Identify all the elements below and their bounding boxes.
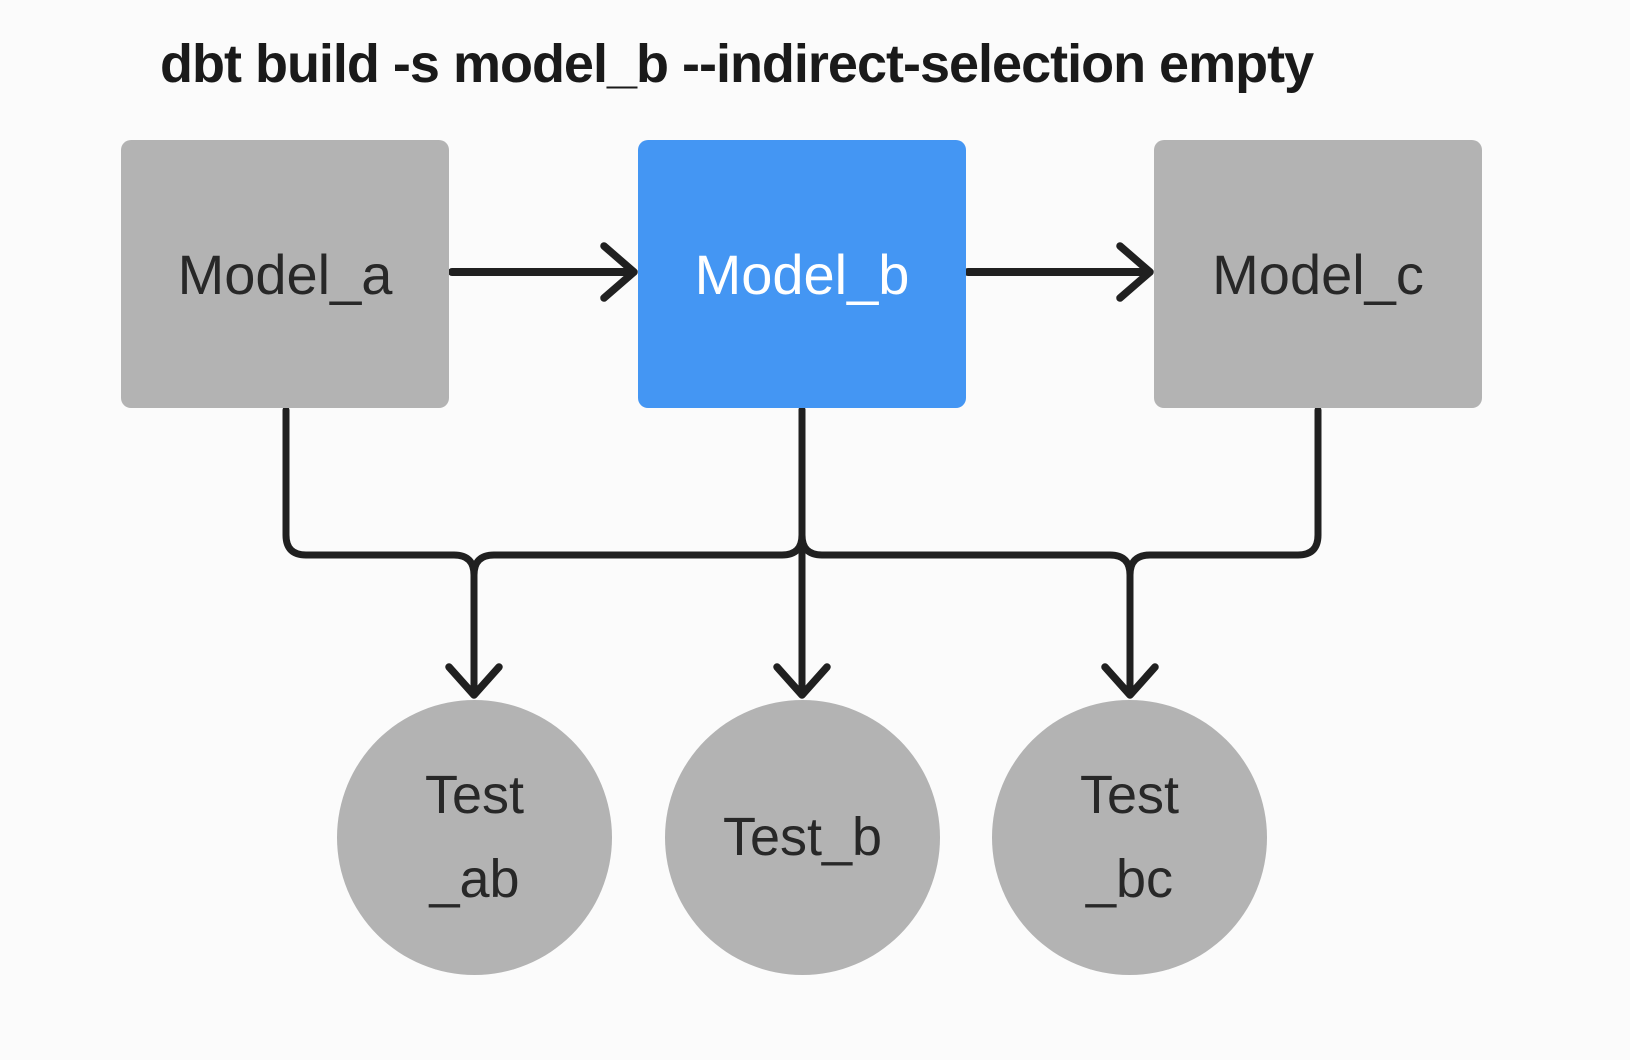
arrowhead-test-bc (1101, 663, 1159, 699)
edge-model-c-to-test-bc (1126, 406, 1322, 698)
node-test-bc-label-line2: _bc (1085, 848, 1174, 909)
edge-model-b-to-test-ab (470, 406, 806, 698)
node-model-a: Model_a (121, 140, 449, 408)
diagram-title: dbt build -s model_b --indirect-selectio… (160, 34, 1314, 94)
node-test-b: Test_b (665, 700, 940, 975)
node-test-ab-label-line2: _ab (429, 848, 520, 909)
arrowhead-test-ab (445, 663, 503, 699)
arrowhead-model-c (1116, 242, 1154, 302)
node-model-c: Model_c (1154, 140, 1482, 408)
node-model-a-label: Model_a (177, 242, 393, 306)
node-test-bc-label: Test _bc (1080, 754, 1179, 921)
node-test-ab-label-line1: Test (424, 764, 525, 825)
node-test-b-label-line1: Test_b (722, 806, 883, 867)
node-model-c-label: Model_c (1212, 242, 1424, 306)
node-test-b-label: Test_b (723, 796, 882, 880)
edge-model-a-to-test-ab (282, 406, 478, 698)
arrowhead-model-b (600, 242, 638, 302)
arrowhead-test-b (773, 663, 831, 699)
node-test-ab-label: Test _ab (425, 754, 524, 921)
node-test-ab: Test _ab (337, 700, 612, 975)
edge-model-b-to-test-bc (798, 406, 1134, 698)
node-test-bc: Test _bc (992, 700, 1267, 975)
node-model-b-label: Model_b (694, 242, 910, 306)
node-model-b: Model_b (638, 140, 966, 408)
node-test-bc-label-line1: Test (1079, 764, 1180, 825)
